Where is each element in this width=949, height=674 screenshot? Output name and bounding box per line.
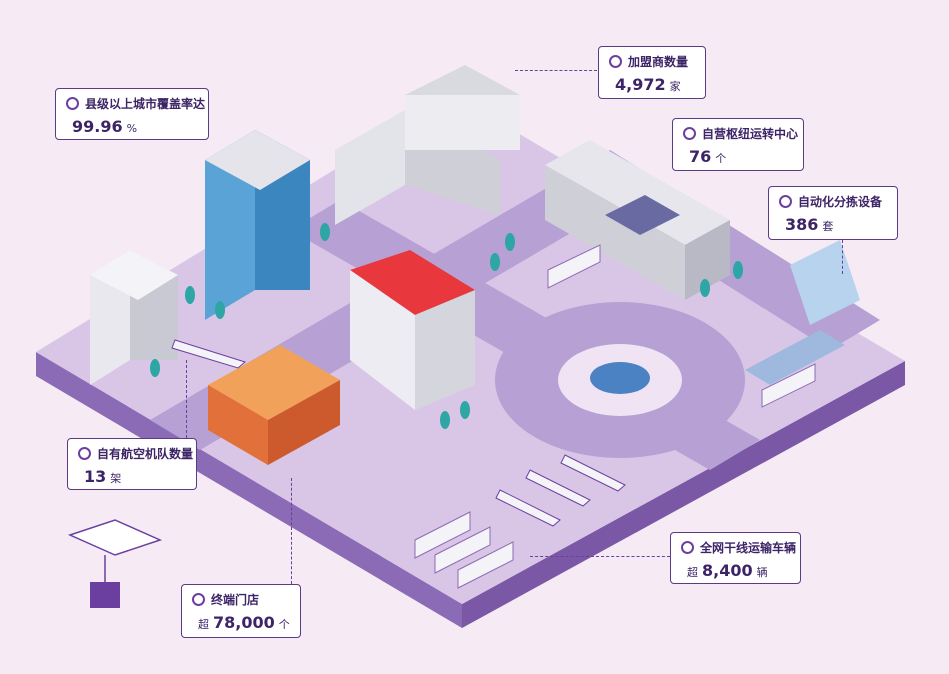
station-building	[350, 250, 475, 410]
stat-prefix: 超	[198, 618, 209, 631]
fountain	[590, 362, 650, 394]
drone	[67, 519, 163, 608]
stat-label: 自营枢纽运转中心	[702, 127, 799, 141]
stat-label: 自有航空机队数量	[97, 447, 194, 461]
leader-trucks	[530, 556, 670, 557]
stat-unit: 辆	[756, 566, 768, 579]
stat-unit: 个	[715, 152, 727, 165]
hub-center	[545, 140, 730, 300]
stat-label: 县级以上城市覆盖率达	[85, 97, 206, 111]
stat-value: 13	[84, 467, 107, 486]
stat-unit: 架	[110, 472, 122, 485]
stat-label: 全网干线运输车辆	[700, 541, 797, 555]
stat-unit: 个	[278, 618, 290, 631]
stat-prefix: 超	[687, 566, 698, 579]
leader-aircraft	[186, 360, 187, 438]
stat-unit: %	[126, 122, 138, 135]
stat-value: 386	[785, 215, 819, 234]
bullet-icon	[192, 593, 205, 606]
stat-label: 加盟商数量	[628, 55, 689, 69]
terminal-store	[208, 345, 340, 465]
bullet-icon	[66, 97, 79, 110]
apartment-building	[90, 250, 178, 385]
stat-unit: 套	[822, 220, 834, 233]
stat-value: 78,000	[213, 613, 275, 632]
stat-value: 4,972	[615, 75, 666, 94]
stat-label: 终端门店	[211, 593, 260, 607]
bullet-icon	[779, 195, 792, 208]
stat-value: 8,400	[702, 561, 753, 580]
stat-value: 99.96	[72, 117, 123, 136]
stat-value: 76	[689, 147, 712, 166]
bullet-icon	[681, 541, 694, 554]
franchise-warehouse	[335, 65, 520, 225]
trees	[150, 223, 743, 429]
glass-tower	[205, 130, 310, 320]
leader-sorting	[842, 240, 843, 274]
leader-franchise	[515, 70, 597, 71]
stat-unit: 家	[669, 80, 681, 93]
bullet-icon	[609, 55, 622, 68]
planes	[171, 339, 626, 527]
bullet-icon	[683, 127, 696, 140]
stat-card-coverage: 县级以上城市覆盖率达 99.96%	[55, 88, 209, 140]
city-base-side-right	[462, 361, 905, 628]
trucks	[414, 244, 816, 589]
bullet-icon	[78, 447, 91, 460]
stat-label: 自动化分拣设备	[798, 195, 883, 209]
leader-stores	[291, 478, 292, 584]
city-base-side	[36, 352, 462, 628]
